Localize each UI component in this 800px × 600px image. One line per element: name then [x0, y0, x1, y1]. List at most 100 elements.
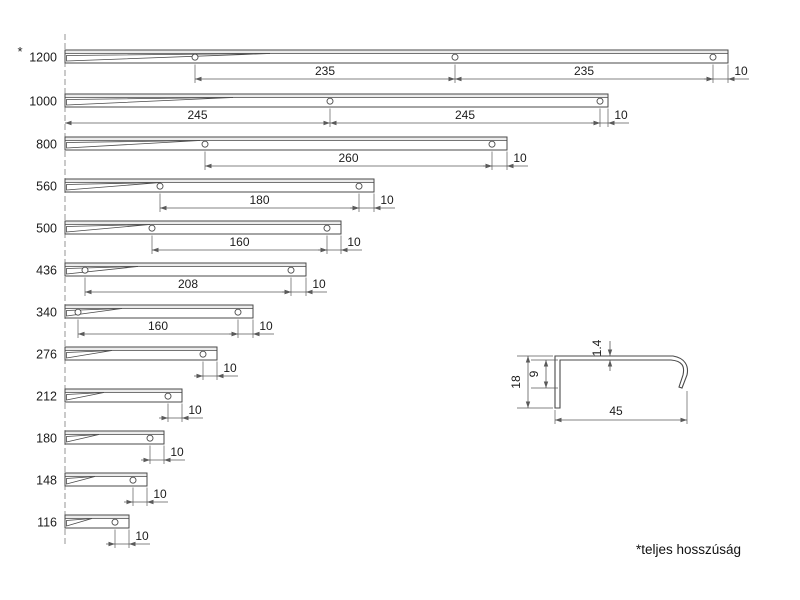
mounting-hole [201, 140, 209, 148]
dim-arrow [320, 247, 327, 253]
dim-arrow [85, 289, 92, 295]
end-offset-dim-label: 10 [153, 487, 167, 501]
mounting-hole [146, 434, 154, 442]
mounting-hole [74, 308, 82, 316]
handle-grip-taper [66, 224, 151, 233]
footnote: *teljes hosszúság [636, 542, 742, 557]
length-label: 276 [36, 348, 57, 362]
section-width-label: 45 [609, 404, 623, 418]
dim-arrow [160, 205, 167, 211]
hole-spacing-dim-label: 160 [229, 235, 249, 249]
length-label: 340 [36, 306, 57, 320]
dim-arrow [65, 120, 72, 126]
dim-arrow [607, 360, 613, 367]
handle-grip-taper [66, 53, 271, 62]
section-thickness-label: 1.4 [590, 339, 604, 356]
mounting-hole [111, 518, 119, 526]
dim-arrow [706, 76, 713, 82]
dim-arrow [152, 247, 159, 253]
dim-arrow [129, 541, 136, 547]
dim-arrow [253, 331, 260, 337]
dim-arrow [525, 356, 531, 363]
dim-arrow [374, 205, 381, 211]
handle-bar-top-strip [65, 389, 182, 393]
dim-arrow [143, 457, 150, 463]
end-offset-dim-label: 10 [614, 108, 628, 122]
dim-arrow [164, 457, 171, 463]
end-offset-dim-label: 10 [135, 529, 149, 543]
handle-bar-top-strip [65, 515, 129, 519]
length-label: 1000 [29, 95, 57, 109]
length-label: 500 [36, 222, 57, 236]
dim-arrow [196, 373, 203, 379]
mounting-hole [709, 53, 717, 61]
dim-arrow [608, 120, 615, 126]
length-label: 800 [36, 138, 57, 152]
length-label: 560 [36, 180, 57, 194]
dim-arrow [593, 120, 600, 126]
dim-arrow [284, 289, 291, 295]
end-offset-dim-label: 10 [513, 151, 527, 165]
dim-arrow [607, 349, 613, 356]
handle-bar-top-strip [65, 473, 147, 477]
dim-arrow [525, 401, 531, 408]
hole-spacing-dim-label: 245 [455, 108, 475, 122]
dim-arrow [680, 417, 687, 423]
dim-arrow [306, 289, 313, 295]
handle-grip-taper [66, 518, 93, 527]
mounting-hole [164, 392, 172, 400]
dim-arrow [507, 163, 514, 169]
dim-arrow [330, 120, 337, 126]
length-label: 148 [36, 474, 57, 488]
dim-arrow [728, 76, 735, 82]
hole-spacing-dim-label: 235 [574, 64, 594, 78]
dim-arrow [231, 331, 238, 337]
handle-bar-top-strip [65, 305, 253, 309]
handle-bar-top-strip [65, 137, 507, 141]
end-offset-dim-label: 10 [170, 445, 184, 459]
hole-spacing-dim-label: 245 [187, 108, 207, 122]
dim-arrow [323, 120, 330, 126]
handle-grip-taper [66, 434, 100, 443]
mounting-hole [596, 97, 604, 105]
handle-grip-taper [66, 350, 113, 359]
dim-arrow [543, 360, 549, 367]
handle-grip-taper [66, 182, 162, 191]
mounting-hole [191, 53, 199, 61]
end-offset-dim-label: 10 [380, 193, 394, 207]
dim-arrow [455, 76, 462, 82]
dim-arrow [195, 76, 202, 82]
handle-bar-top-strip [65, 221, 341, 225]
dim-arrow [205, 163, 212, 169]
handle-bar-top-strip [65, 347, 217, 351]
dim-arrow [341, 247, 348, 253]
handle-grip-taper [66, 97, 234, 106]
cross-section-profile [554, 355, 689, 409]
length-label: 212 [36, 390, 57, 404]
end-offset-dim-label: 10 [734, 64, 748, 78]
handle-bar-top-strip [65, 179, 374, 183]
section-inner-depth-label: 9 [527, 370, 541, 377]
hole-spacing-dim-label: 260 [338, 151, 358, 165]
mounting-hole [451, 53, 459, 61]
end-offset-dim-label: 10 [223, 361, 237, 375]
handle-grip-taper [66, 476, 96, 485]
dim-arrow [147, 499, 154, 505]
section-height-label: 18 [509, 375, 523, 389]
dim-arrow [485, 163, 492, 169]
mounting-hole [355, 182, 363, 190]
end-offset-dim-label: 10 [347, 235, 361, 249]
mounting-hole [326, 97, 334, 105]
dim-arrow [352, 205, 359, 211]
length-label: 436 [36, 264, 57, 278]
dim-arrow [555, 417, 562, 423]
end-offset-dim-label: 10 [259, 319, 273, 333]
dim-arrow [448, 76, 455, 82]
dim-arrow [217, 373, 224, 379]
mounting-hole [129, 476, 137, 484]
end-offset-dim-label: 10 [312, 277, 326, 291]
handle-bar-top-strip [65, 50, 728, 54]
mounting-hole [148, 224, 156, 232]
